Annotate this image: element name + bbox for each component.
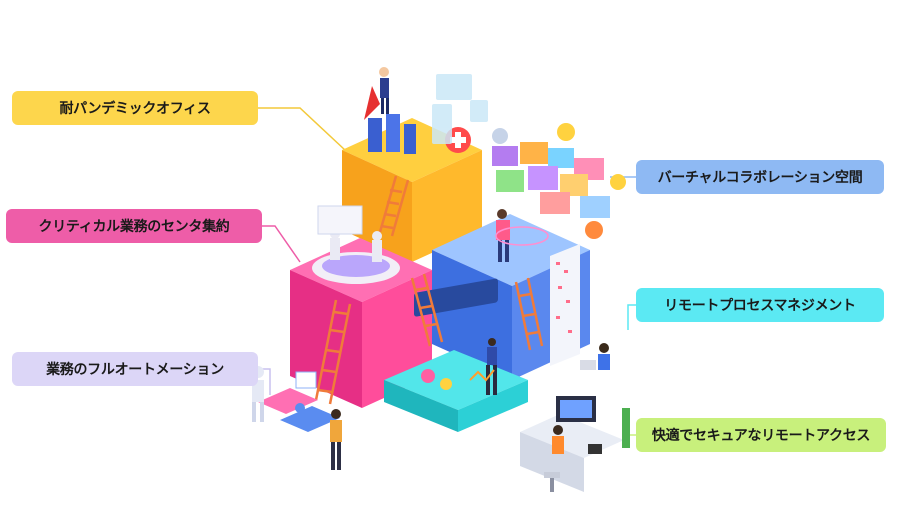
- video-call-icon: [492, 142, 610, 218]
- connector-remote: [627, 304, 636, 330]
- label-full-automation: 業務のフルオートメーション: [12, 352, 258, 386]
- label-secure-access: 快適でセキュアなリモートアクセス: [636, 418, 886, 452]
- hologram-screen-icon: [432, 74, 488, 144]
- vr-user-icon: [495, 209, 549, 262]
- connector-pandemic: [258, 107, 346, 151]
- label-critical-ops: クリティカル業務のセンタ集約: [6, 209, 262, 243]
- remote-worker-icon: [580, 343, 610, 370]
- businessman-icon: [330, 409, 342, 470]
- label-pandemic-office: 耐パンデミックオフィス: [12, 91, 258, 125]
- laptop-icon: [520, 396, 630, 492]
- connector-critical: [262, 225, 301, 263]
- tablet-user-icon: [486, 338, 497, 395]
- label-virtual-collab: バーチャルコラボレーション空間: [636, 160, 884, 194]
- ladder-icon: [314, 175, 544, 405]
- document-list-icon: [550, 244, 580, 366]
- emoji-icon: [492, 123, 626, 239]
- dashboard-icon: [421, 369, 495, 390]
- robot-icon: [312, 205, 400, 284]
- puzzle-icon: [258, 371, 340, 432]
- server-rack-icon: [368, 114, 416, 154]
- superhero-icon: [364, 67, 389, 120]
- label-remote-process: リモートプロセスマネジメント: [636, 288, 884, 322]
- cyan-block: [384, 278, 528, 432]
- chair-icon: [544, 472, 560, 492]
